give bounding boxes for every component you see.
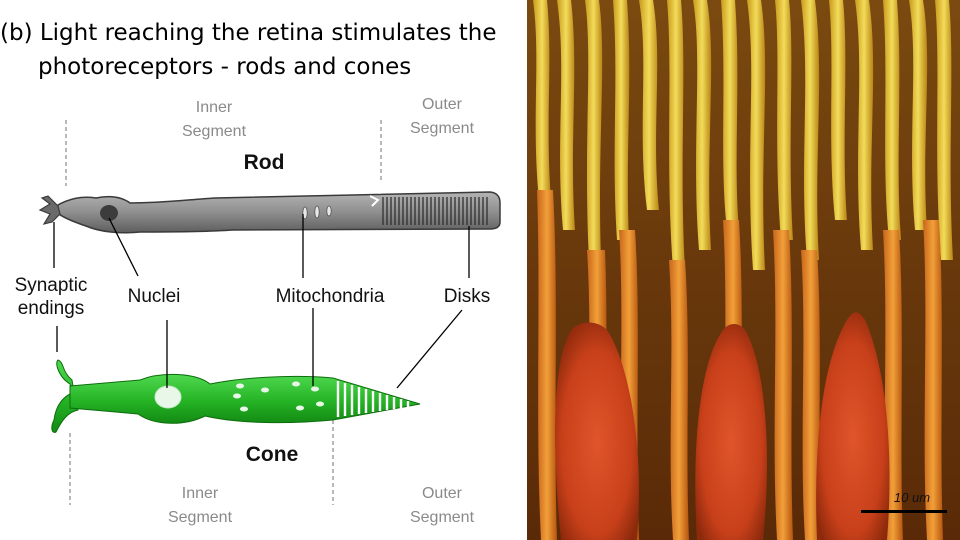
cone-segment-word: Segment [167, 509, 233, 526]
scale-bar [861, 510, 947, 513]
micrograph-cone-bodies [555, 312, 890, 540]
cone-title: Cone [245, 443, 299, 466]
rod-synaptic-endings [38, 195, 61, 225]
cone-outer-segment-word: Segment [409, 509, 475, 526]
micrograph-upper-rods [533, 0, 953, 270]
cone-nucleus [154, 385, 182, 409]
rod-disks [382, 197, 488, 225]
segment-divider-lines [65, 120, 382, 505]
heading-line-1: (b) Light reaching the retina stimulates… [0, 20, 497, 46]
rod-segment-word: Segment [181, 123, 247, 140]
scale-bar-label: 10 um [893, 490, 931, 505]
mitochondria-label: Mitochondria [275, 286, 385, 307]
rod-body [55, 191, 501, 234]
rod-outer-word: Outer [421, 96, 462, 113]
cone-cell [51, 359, 421, 433]
leader-lines [53, 214, 470, 389]
synaptic-word: Synaptic [14, 275, 88, 296]
endings-word: endings [17, 298, 85, 319]
disks-leader-cone [396, 309, 463, 389]
rod-cell [38, 191, 501, 234]
cone-inner-segment-label: Inner Segment [158, 482, 242, 530]
cone-disks [336, 381, 410, 417]
slide-heading: (b) Light reaching the retina stimulates… [0, 16, 520, 84]
retina-micrograph [527, 0, 960, 540]
rod-notch [369, 195, 380, 207]
disks-label: Disks [443, 286, 491, 307]
cone-inner-word: Inner [181, 485, 219, 502]
nuclei-leader-rod [108, 217, 139, 277]
rod-title: Rod [243, 151, 285, 174]
rod-mitochondria [302, 205, 332, 220]
nuclei-label: Nuclei [127, 286, 181, 307]
cone-outer-word: Outer [421, 485, 462, 502]
cone-synaptic-endings [51, 359, 79, 433]
synaptic-endings-label: Synaptic endings [2, 274, 100, 320]
heading-line-2: photoreceptors - rods and cones [38, 54, 412, 80]
cone-mitochondria [233, 381, 324, 412]
cone-outer-segment-label: Outer Segment [400, 482, 484, 530]
rod-outer-segment-word: Segment [409, 120, 475, 137]
rod-inner-segment-label: Inner Segment [172, 96, 256, 144]
rod-nucleus [100, 205, 118, 221]
rod-inner-word: Inner [195, 99, 233, 116]
rod-outer-segment-label: Outer Segment [400, 93, 484, 141]
cone-body [69, 373, 421, 424]
photoreceptor-diagram [38, 120, 501, 505]
